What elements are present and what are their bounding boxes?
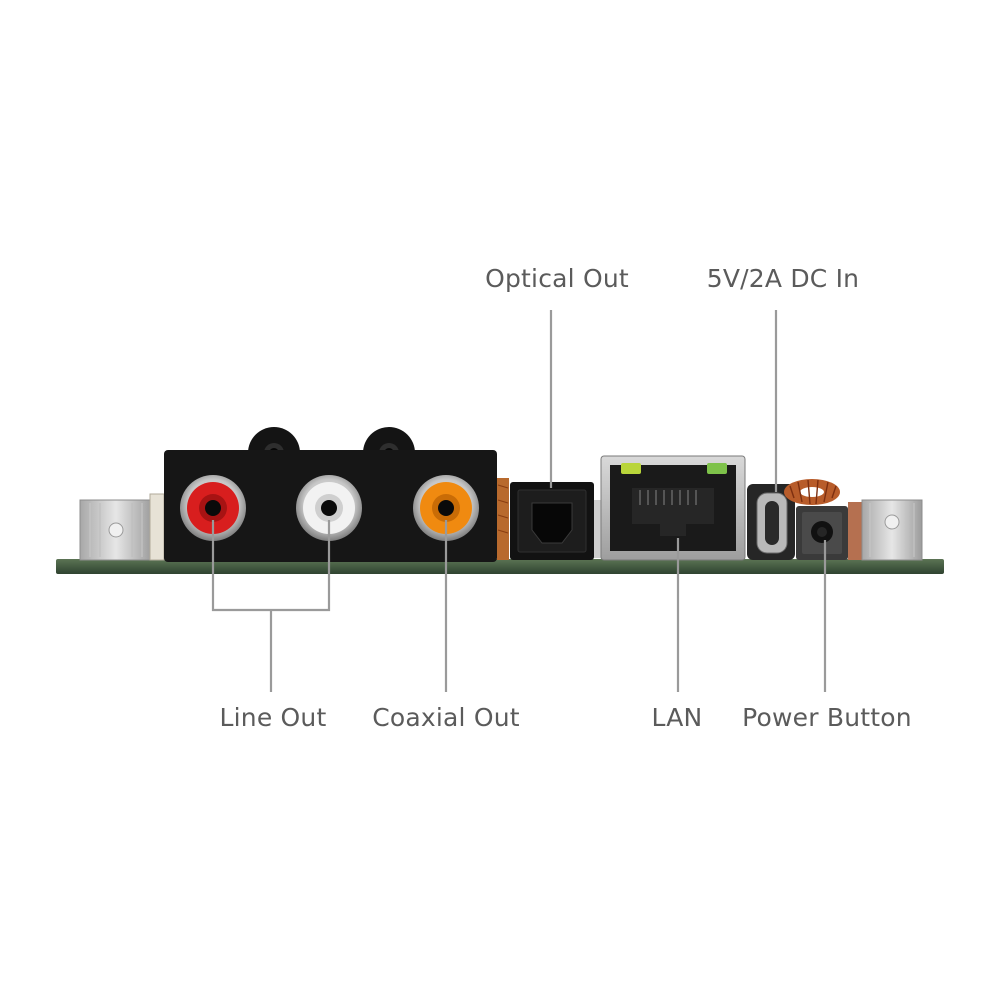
lan-port (600, 455, 746, 561)
right-mounting-bracket (848, 499, 923, 561)
label-power-button: Power Button (742, 703, 912, 732)
power-button (796, 506, 848, 560)
rca-jack-block (164, 427, 497, 562)
usb-c-dc-in (747, 484, 795, 560)
label-coaxial-out: Coaxial Out (372, 703, 520, 732)
label-line-out: Line Out (219, 703, 327, 732)
label-optical-out: Optical Out (485, 264, 629, 293)
rca-jack-red (180, 475, 246, 541)
rca-jack-orange (413, 475, 479, 541)
rca-jack-white (296, 475, 362, 541)
toroid-coil-large (784, 479, 840, 505)
left-mounting-bracket (79, 493, 165, 561)
toroid-coil-small (497, 478, 509, 560)
label-lan: LAN (651, 703, 703, 732)
optical-connector (510, 482, 604, 560)
pcb-edge (56, 559, 944, 574)
leader-lines (211, 310, 827, 692)
label-dc-in: 5V/2A DC In (706, 264, 860, 293)
